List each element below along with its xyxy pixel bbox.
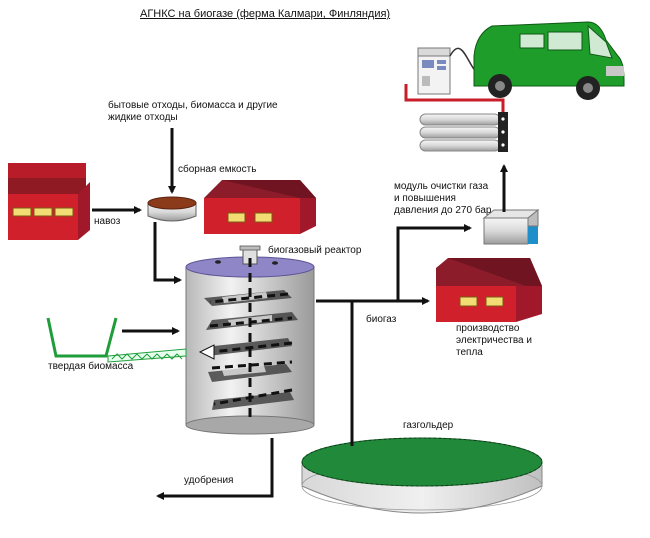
collection-barn <box>204 180 316 234</box>
power-label-2: электричества и <box>456 335 532 346</box>
manure-barn <box>8 163 90 240</box>
gasholder-label: газгольдер <box>403 420 454 431</box>
bioreactor-label: биогазовый реактор <box>268 245 362 256</box>
gas-cylinders <box>419 112 508 152</box>
gas-module <box>482 208 540 245</box>
power-label-1: производство <box>456 323 520 334</box>
gas-module-label-3: давления до 270 бар <box>394 205 492 216</box>
collection-tank <box>147 196 197 222</box>
solid-biomass-label: твердая биомасса <box>48 361 134 372</box>
biogas-label: биогаз <box>366 314 397 325</box>
power-label-3: тепла <box>456 347 483 358</box>
fertilizers-label: удобрения <box>184 475 234 486</box>
collection-tank-label: сборная емкость <box>178 164 257 175</box>
gas-module-label-2: и повышения <box>394 193 456 204</box>
solid-biomass-trough <box>46 317 187 363</box>
gas-module-label-1: модуль очистки газа <box>394 181 489 192</box>
gasholder <box>301 437 543 514</box>
gas-pipe <box>404 84 505 112</box>
household-waste-label-1: бытовые отходы, биомасса и другие <box>108 100 278 111</box>
flow-arrows <box>92 128 508 500</box>
biogas-reactor <box>185 245 315 435</box>
diagram-title: АГНКС на биогазе (ферма Калмари, Финлянд… <box>140 8 391 20</box>
manure-label: навоз <box>94 216 121 227</box>
household-waste-label-2: жидкие отходы <box>108 112 178 123</box>
power-barn <box>436 258 542 322</box>
green-van <box>473 21 625 100</box>
fuel-dispenser <box>417 47 479 95</box>
